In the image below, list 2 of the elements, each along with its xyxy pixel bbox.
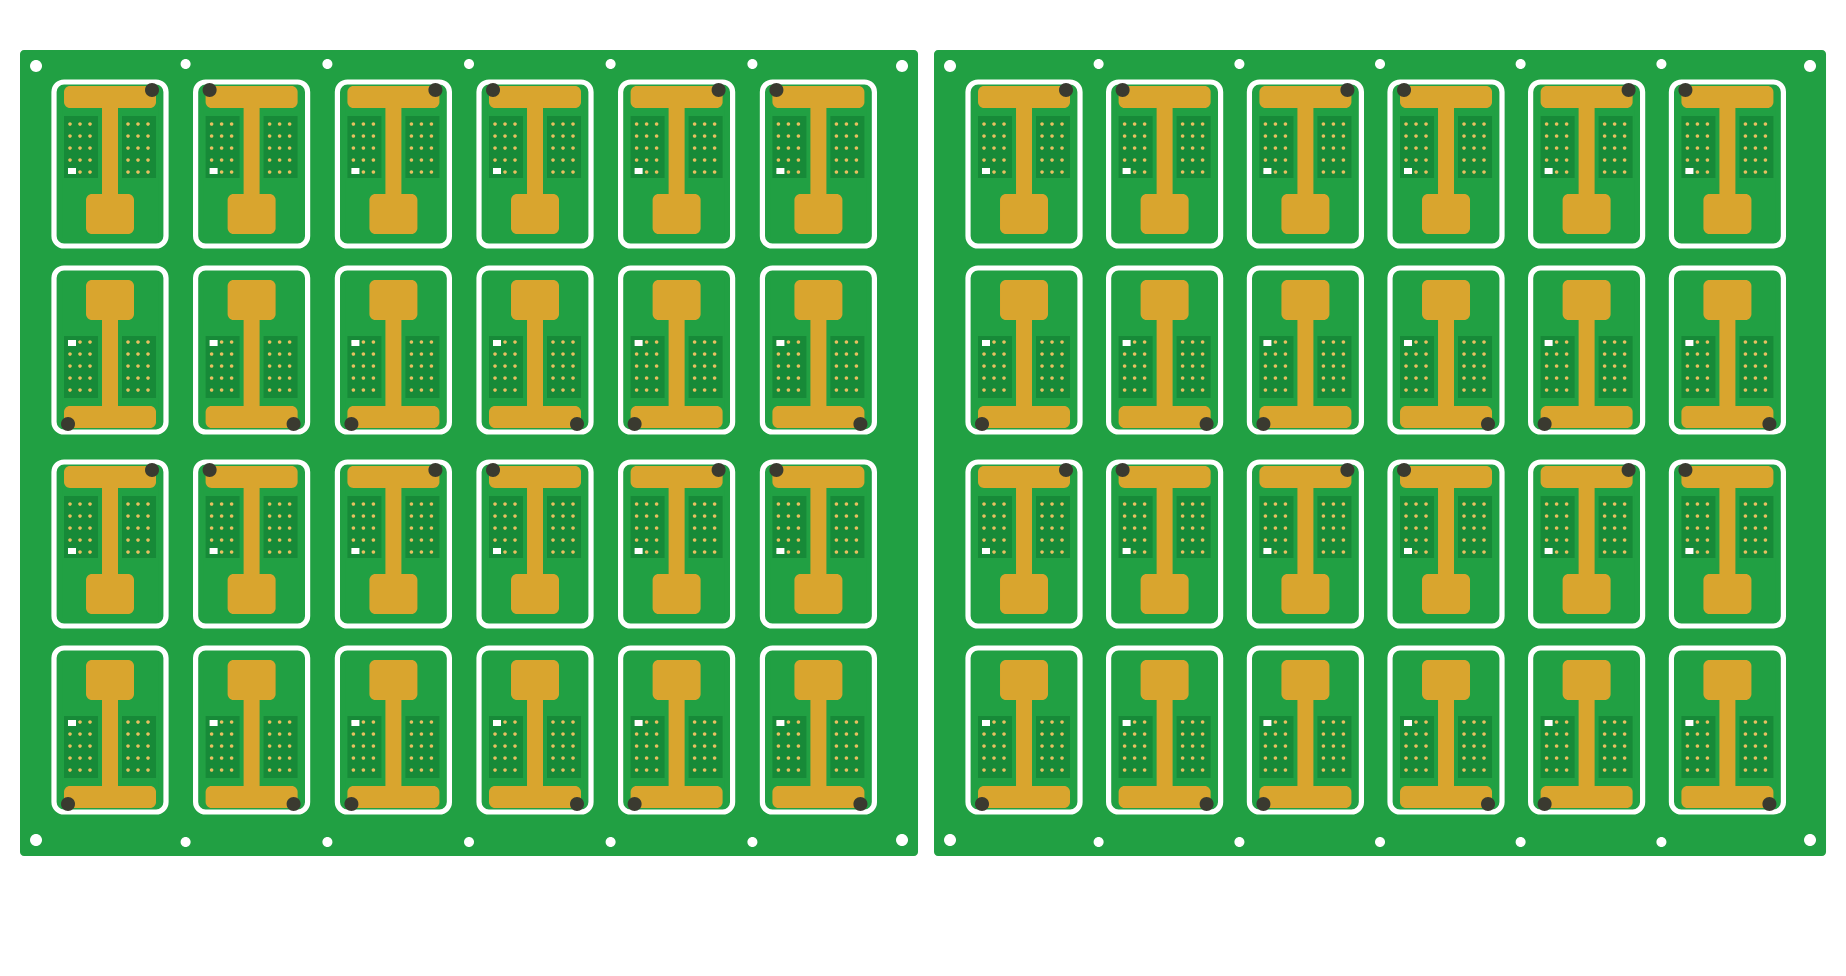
- pcb-panel-drawing: [934, 50, 1826, 856]
- pcb-panel-drawing: [20, 50, 918, 856]
